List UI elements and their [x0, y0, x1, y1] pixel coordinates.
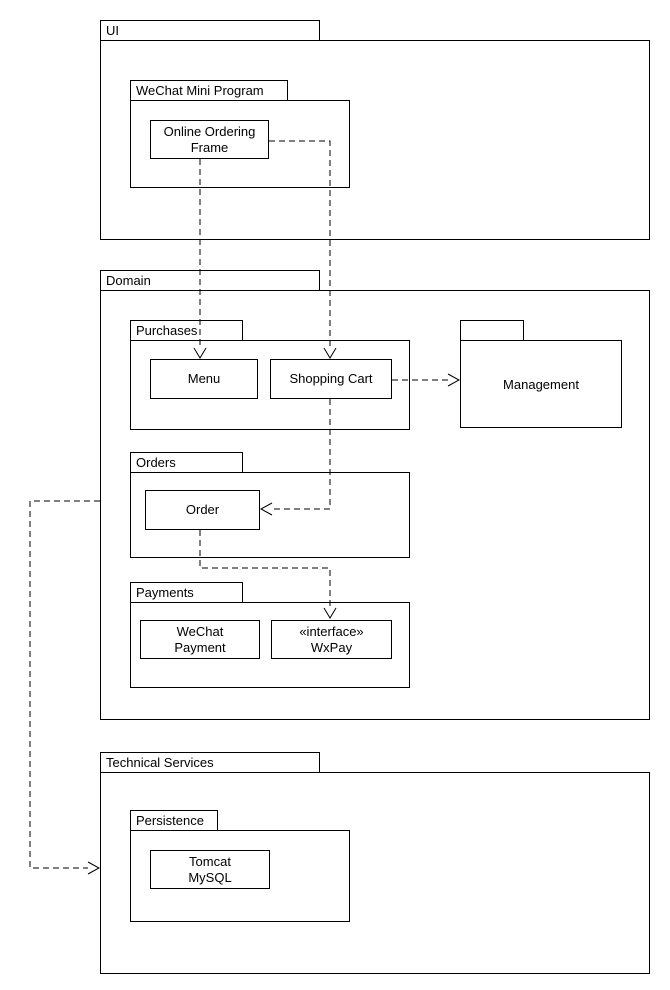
node-wechat-payment-line2: Payment	[174, 639, 226, 655]
node-order-label: Order	[185, 502, 220, 517]
node-online-ordering-frame-line2: Frame	[190, 139, 229, 155]
node-online-ordering-frame: Online Ordering Frame	[150, 120, 269, 159]
package-tab-purchases: Purchases	[130, 320, 243, 341]
package-label-purchases: Purchases	[136, 323, 198, 338]
node-tomcat-mysql-line1: Tomcat	[189, 853, 231, 869]
node-menu-label: Menu	[187, 371, 221, 386]
node-tomcat-mysql-line2: MySQL	[188, 869, 232, 885]
package-tab-domain: Domain	[100, 270, 320, 291]
node-tomcat-mysql: Tomcat MySQL	[150, 850, 270, 889]
package-label-technical-services: Technical Services	[106, 755, 214, 770]
node-shopping-cart-label: Shopping Cart	[289, 371, 373, 386]
package-label-management: Management	[503, 376, 579, 392]
package-tab-payments: Payments	[130, 582, 243, 603]
node-wxpay-label: WxPay	[310, 639, 353, 655]
package-label-payments: Payments	[136, 585, 194, 600]
node-wxpay-interface: «interface» WxPay	[271, 620, 392, 659]
node-order: Order	[145, 490, 260, 530]
package-tab-management	[460, 320, 524, 341]
node-online-ordering-frame-line1: Online Ordering	[163, 123, 256, 139]
package-label-orders: Orders	[136, 455, 176, 470]
package-label-persistence: Persistence	[136, 813, 204, 828]
node-wxpay-stereotype: «interface»	[299, 623, 364, 639]
package-label-wechat-mini-program: WeChat Mini Program	[136, 83, 264, 98]
package-body-management: Management	[460, 340, 622, 428]
node-wechat-payment: WeChat Payment	[140, 620, 260, 659]
package-label-domain: Domain	[106, 273, 151, 288]
package-tab-wechat-mini-program: WeChat Mini Program	[130, 80, 288, 101]
node-menu: Menu	[150, 359, 258, 399]
package-tab-technical-services: Technical Services	[100, 752, 320, 773]
package-tab-ui: UI	[100, 20, 320, 41]
package-label-ui: UI	[106, 23, 119, 38]
node-wechat-payment-line1: WeChat	[176, 623, 224, 639]
node-shopping-cart: Shopping Cart	[270, 359, 392, 399]
package-tab-orders: Orders	[130, 452, 243, 473]
package-tab-persistence: Persistence	[130, 810, 218, 831]
dependency-arrow-domain-to-technical-services	[29, 500, 101, 875]
